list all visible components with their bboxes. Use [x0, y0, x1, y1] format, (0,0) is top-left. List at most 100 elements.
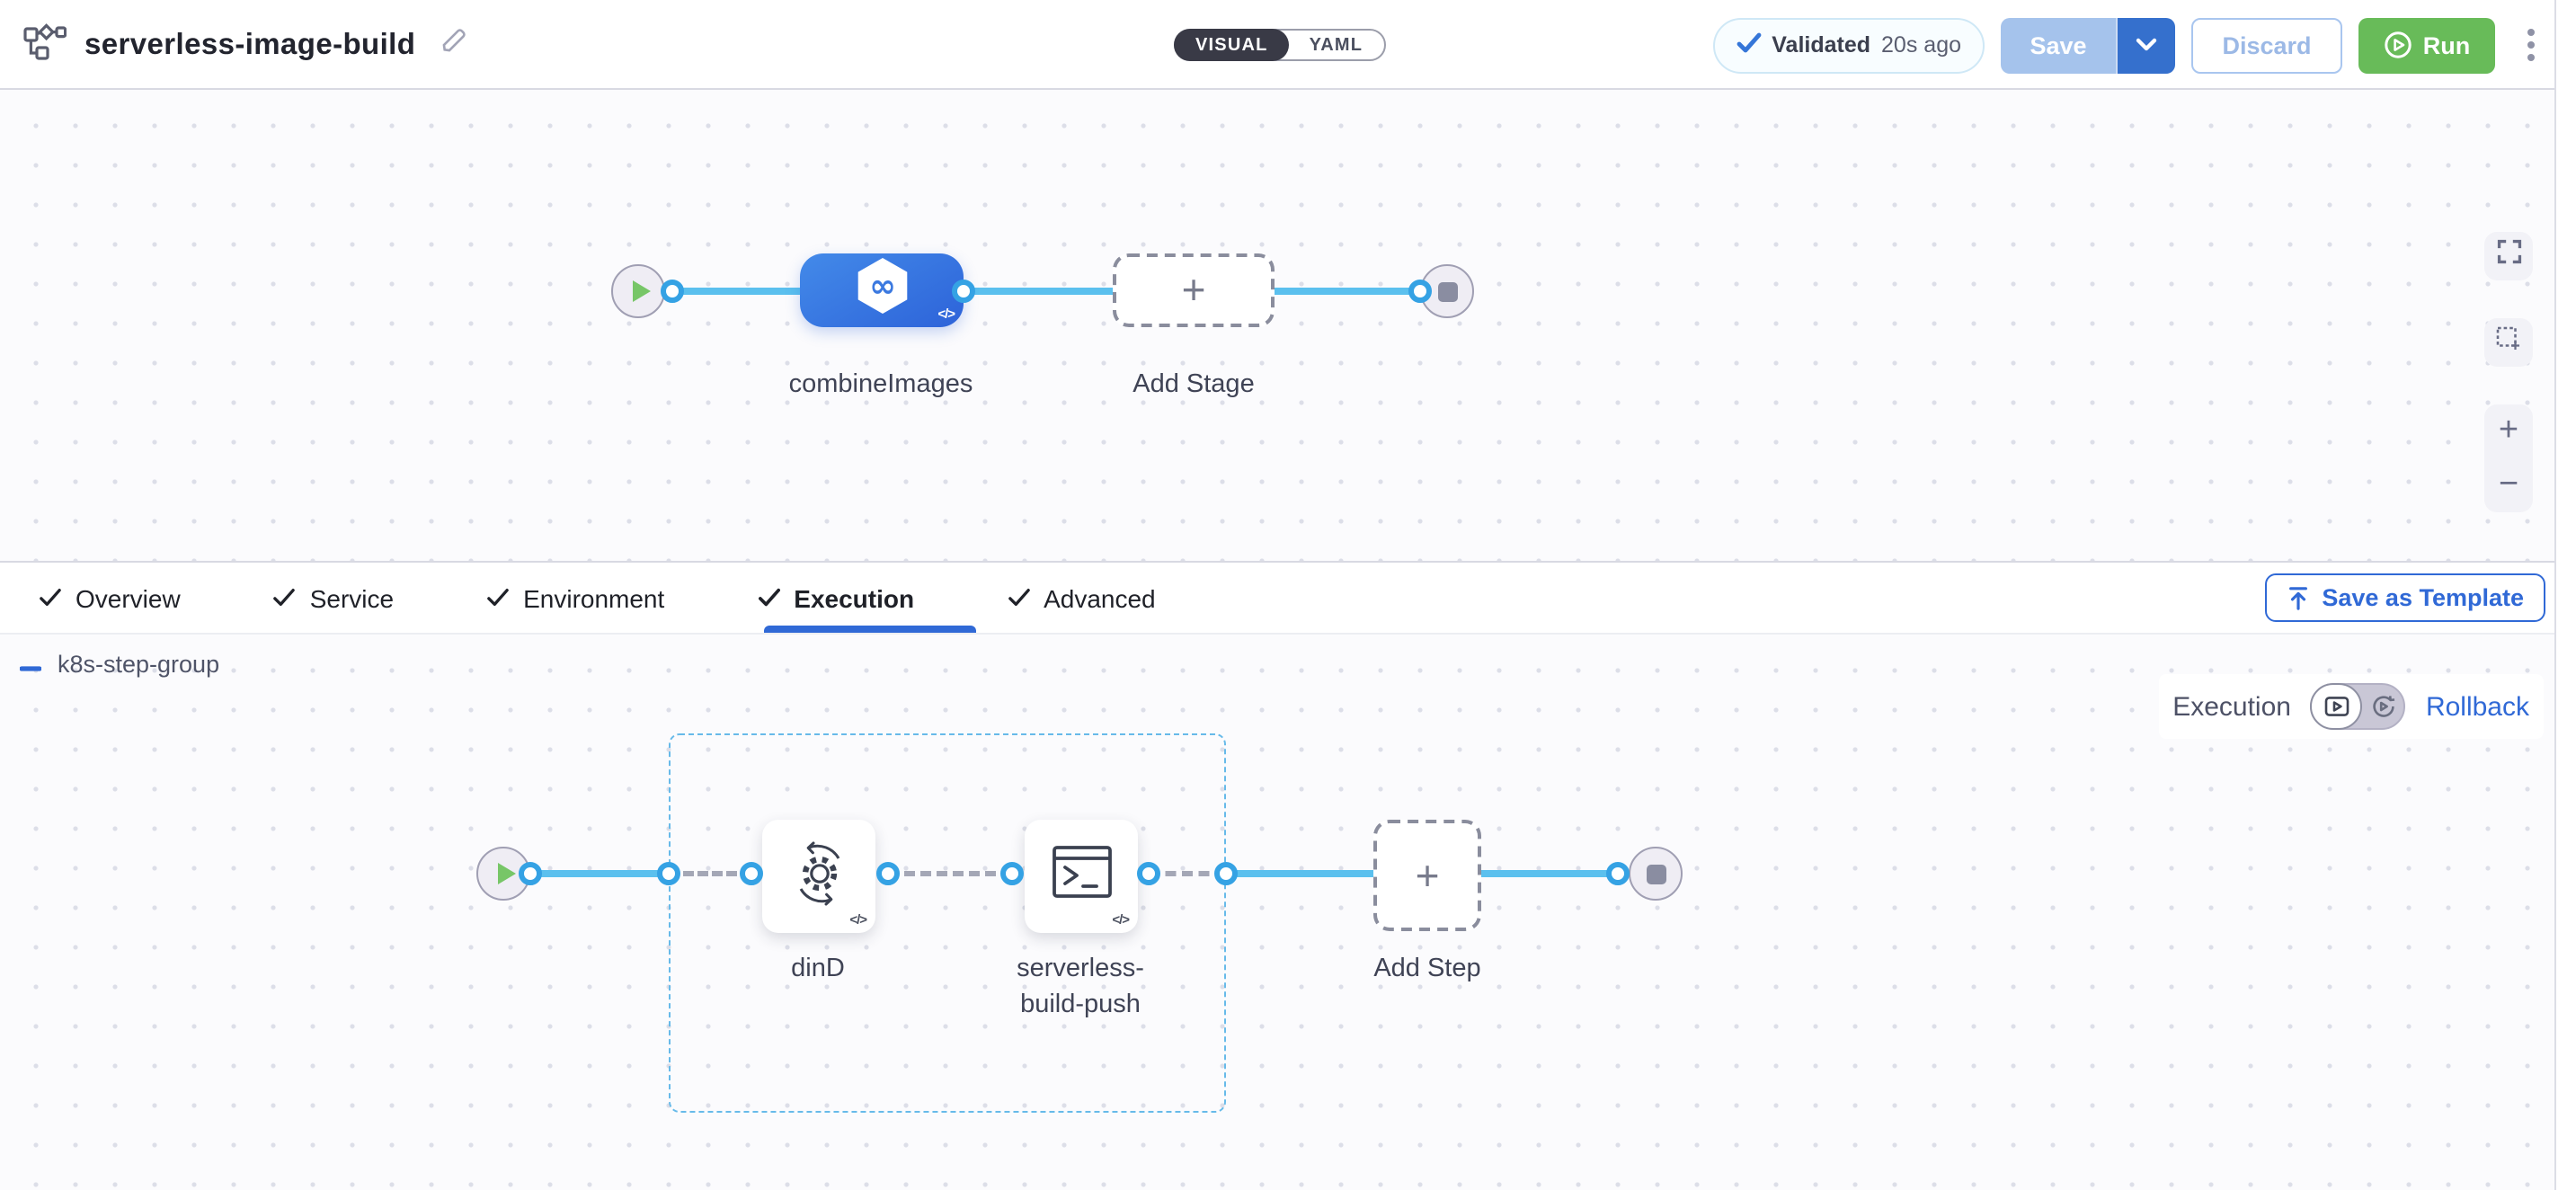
stop-icon [1437, 281, 1457, 301]
tab-label: Execution [794, 583, 915, 612]
code-icon: </> [849, 911, 867, 928]
add-stage-button[interactable]: + [1113, 253, 1275, 327]
tab-label: Overview [76, 583, 181, 612]
connector-port [1408, 280, 1432, 303]
step-group-k8s[interactable] [669, 733, 1226, 1113]
add-stage-label[interactable]: Add Stage [1133, 370, 1255, 399]
save-as-template-button[interactable]: Save as Template [2264, 573, 2545, 622]
connector-line-dashed [1149, 871, 1226, 876]
validated-time: 20s ago [1881, 32, 1961, 58]
zoom-in-button[interactable]: + [2498, 412, 2519, 449]
connector-port [740, 862, 763, 885]
check-icon [273, 589, 296, 607]
check-icon [758, 588, 780, 607]
more-options-button[interactable] [2518, 17, 2544, 73]
connector-line [1226, 870, 1373, 877]
stop-icon [1646, 864, 1666, 884]
connector-line [665, 288, 805, 295]
run-button[interactable]: Run [2358, 17, 2495, 73]
code-icon: </> [1112, 911, 1130, 928]
connector-line [1481, 870, 1618, 877]
run-play-icon [2384, 31, 2412, 59]
tab-execution[interactable]: Execution [758, 583, 914, 612]
connector-port [1137, 862, 1160, 885]
plus-icon: + [1415, 851, 1440, 898]
check-icon [1008, 589, 1029, 607]
active-tab-underline [764, 626, 976, 633]
fullscreen-button[interactable] [2484, 232, 2533, 280]
connector-port [1606, 862, 1630, 885]
execution-mode-option[interactable] [2310, 683, 2363, 730]
fullscreen-icon [2496, 239, 2521, 273]
connector-line [1269, 288, 1424, 295]
stage-node-label[interactable]: combineImages [788, 370, 973, 399]
tab-environment[interactable]: Environment [487, 583, 664, 612]
save-as-template-label: Save as Template [2322, 584, 2524, 611]
tab-service[interactable]: Service [273, 583, 395, 612]
svg-text:∞: ∞ [868, 268, 895, 305]
toggle-yaml[interactable]: YAML [1309, 35, 1364, 55]
execution-graph-canvas[interactable]: Execution Rollback [0, 635, 2554, 1190]
check-icon [487, 589, 509, 607]
pipeline-icon [23, 21, 67, 69]
step-node-dind[interactable]: </> [762, 820, 875, 933]
execution-end-node [1629, 847, 1683, 901]
connector-port [519, 862, 542, 885]
discard-button[interactable]: Discard [2191, 17, 2342, 73]
validated-check-icon [1736, 31, 1761, 58]
rollback-icon [2373, 696, 2395, 717]
execution-mode-label: Execution [2172, 691, 2291, 722]
execution-mode-bar: Execution Rollback [2158, 674, 2544, 739]
zoom-out-button[interactable]: − [2498, 466, 2519, 503]
step-node-serverless-build-push[interactable]: </> [1025, 820, 1138, 933]
step-label-dind[interactable]: dinD [791, 955, 845, 983]
save-dropdown-button[interactable] [2116, 17, 2175, 73]
pipeline-start-node [611, 264, 665, 318]
connector-port [657, 862, 680, 885]
step-label-serverless-build-push[interactable]: serverless-build-push [1017, 955, 1144, 1019]
stage-config-tabbar: Overview Service Environment Execution A… [0, 563, 2554, 635]
execution-rollback-toggle[interactable] [2310, 683, 2406, 730]
collapse-group-icon[interactable] [19, 651, 42, 678]
start-play-icon [632, 280, 650, 302]
tab-label: Service [309, 583, 395, 612]
connector-port [1214, 862, 1238, 885]
connector-line-dashed [669, 871, 751, 876]
chevron-down-icon [2136, 29, 2157, 61]
gear-sync-icon [785, 838, 853, 915]
ci-stage-hexagon-icon: ∞ [853, 255, 910, 325]
stage-graph-canvas[interactable]: ∞ </> + combineImages Add Stage [0, 90, 2554, 563]
tab-label: Environment [523, 583, 665, 612]
execution-start-node [476, 847, 530, 901]
upload-icon [2286, 585, 2309, 610]
toggle-visual[interactable]: VISUAL [1174, 29, 1290, 61]
page-title: serverless-image-build [84, 28, 416, 60]
visual-yaml-toggle[interactable]: VISUAL YAML [1174, 29, 1387, 61]
validated-badge[interactable]: Validated 20s ago [1712, 17, 1985, 73]
validated-label: Validated [1772, 32, 1871, 58]
add-step-button[interactable]: + [1373, 820, 1481, 931]
marquee-select-button[interactable] [2484, 318, 2533, 367]
add-step-label[interactable]: Add Step [1373, 955, 1481, 983]
zoom-controls: + − [2484, 404, 2533, 512]
rollback-mode-option[interactable] [2363, 685, 2404, 728]
plus-icon: + [1181, 266, 1206, 313]
connector-port [876, 862, 900, 885]
code-icon: </> [937, 306, 955, 322]
connector-port [661, 280, 684, 303]
scrollbar-track[interactable] [2554, 0, 2576, 1190]
connector-port [1000, 862, 1024, 885]
marquee-select-icon [2495, 324, 2522, 360]
save-button[interactable]: Save [2001, 17, 2116, 73]
stage-node-combineimages[interactable]: ∞ </> [800, 253, 964, 327]
edit-pencil-icon[interactable] [440, 27, 467, 63]
connector-line [958, 288, 1118, 295]
connector-line [523, 870, 669, 877]
step-group-label[interactable]: k8s-step-group [58, 651, 220, 678]
check-icon [40, 589, 61, 607]
connector-port [952, 280, 975, 303]
rollback-link[interactable]: Rollback [2425, 691, 2529, 722]
tab-overview[interactable]: Overview [40, 583, 181, 612]
tab-advanced[interactable]: Advanced [1008, 583, 1156, 612]
